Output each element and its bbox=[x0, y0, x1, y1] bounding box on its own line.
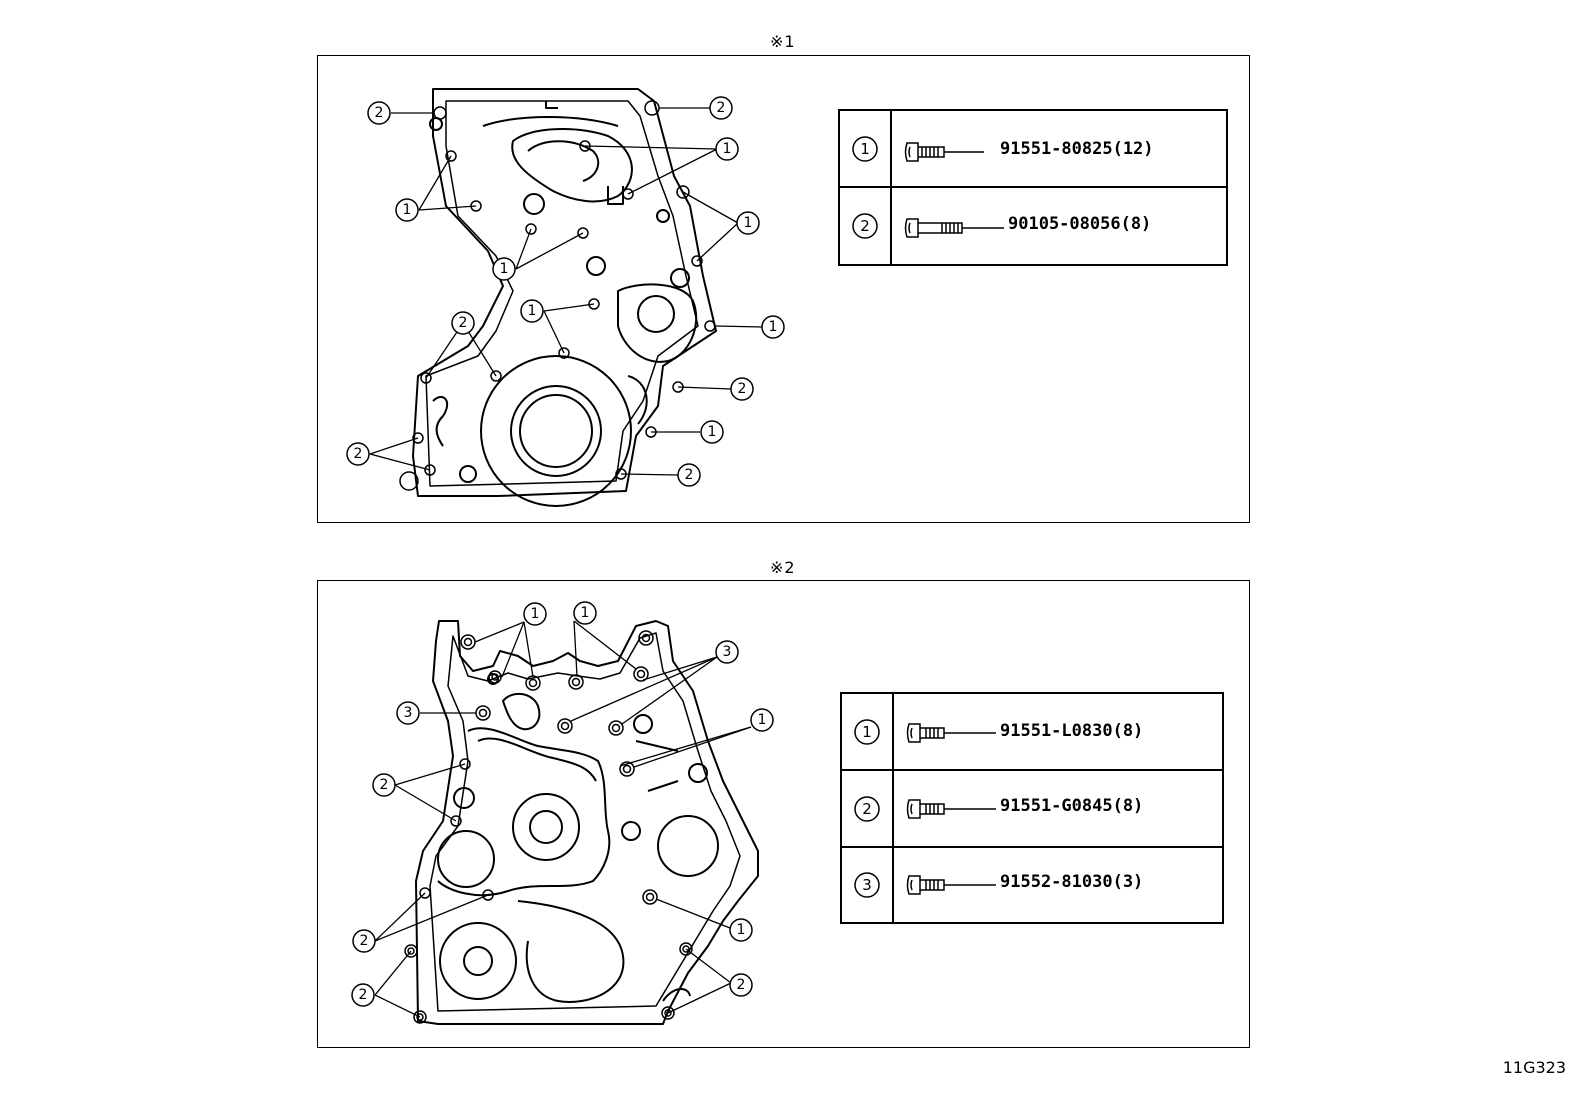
callout-1: 1 bbox=[500, 261, 509, 277]
view-2-panel: 1 1 3 3 1 2 1 2 2 2 1 915 bbox=[317, 580, 1250, 1048]
long-flange-bolt-icon bbox=[904, 218, 1004, 238]
flange-bolt-icon bbox=[906, 875, 996, 895]
svg-text:2: 2 bbox=[862, 800, 872, 818]
legend-key-balloon: 2 bbox=[854, 795, 880, 822]
legend-key-balloon: 2 bbox=[852, 213, 878, 239]
callout-1: 1 bbox=[769, 319, 778, 335]
legend-row: 3 91552-81030(3) bbox=[842, 848, 1222, 922]
callout-2: 2 bbox=[685, 467, 694, 483]
callout-2: 2 bbox=[717, 100, 726, 116]
callout-1: 1 bbox=[723, 141, 732, 157]
timing-cover-drawing-1: 2 2 1 1 1 1 1 1 2 2 1 2 2 bbox=[346, 88, 785, 507]
flange-bolt-icon bbox=[906, 799, 996, 819]
timing-cover-drawing-2: 1 1 3 3 1 2 1 2 2 2 bbox=[351, 601, 774, 1025]
figure-id: 11G323 bbox=[1502, 1058, 1566, 1077]
callout-2: 2 bbox=[459, 315, 468, 331]
callout-2: 2 bbox=[360, 933, 369, 949]
callout-1: 1 bbox=[403, 202, 412, 218]
callout-1: 1 bbox=[528, 303, 537, 319]
svg-text:3: 3 bbox=[862, 876, 872, 894]
view-1-panel: 2 2 1 1 1 1 1 1 2 2 1 2 2 1 bbox=[317, 55, 1250, 523]
legend-row: 2 91551-G0845(8) bbox=[842, 771, 1222, 848]
flange-bolt-icon bbox=[904, 142, 984, 162]
flange-bolt-icon bbox=[906, 723, 996, 743]
legend-row: 2 90105-08056(8) bbox=[840, 188, 1226, 264]
svg-text:1: 1 bbox=[862, 723, 872, 741]
callout-2: 2 bbox=[354, 446, 363, 462]
legend-row: 1 91551-L0830(8) bbox=[842, 694, 1222, 771]
callout-2: 2 bbox=[737, 977, 746, 993]
legend-key-balloon: 3 bbox=[854, 872, 880, 898]
part-number: 90105-08056(8) bbox=[1008, 214, 1152, 234]
view-1-bolt-legend: 1 91551-80825(12) 2 bbox=[838, 109, 1228, 266]
legend-key-balloon: 1 bbox=[852, 135, 878, 162]
svg-text:2: 2 bbox=[860, 217, 870, 235]
svg-text:1: 1 bbox=[860, 140, 870, 158]
legend-row: 1 91551-80825(12) bbox=[840, 111, 1226, 188]
callout-3: 3 bbox=[723, 644, 732, 660]
callout-1: 1 bbox=[708, 424, 717, 440]
callout-2: 2 bbox=[359, 987, 368, 1003]
view-marker-2: ※2 bbox=[770, 558, 796, 577]
callout-2: 2 bbox=[375, 105, 384, 121]
callout-1: 1 bbox=[758, 712, 767, 728]
part-number: 91551-G0845(8) bbox=[1000, 796, 1144, 816]
part-number: 91551-80825(12) bbox=[1000, 139, 1154, 159]
part-number: 91551-L0830(8) bbox=[1000, 721, 1144, 741]
callout-1: 1 bbox=[744, 215, 753, 231]
part-number: 91552-81030(3) bbox=[1000, 872, 1144, 892]
callout-1: 1 bbox=[737, 922, 746, 938]
callout-1: 1 bbox=[531, 606, 540, 622]
callout-1: 1 bbox=[581, 605, 590, 621]
callout-2: 2 bbox=[738, 381, 747, 397]
view-2-bolt-legend: 1 91551-L0830(8) 2 bbox=[840, 692, 1224, 924]
legend-key-balloon: 1 bbox=[854, 718, 880, 745]
view-marker-1: ※1 bbox=[770, 32, 796, 51]
callout-2: 2 bbox=[380, 777, 389, 793]
callout-3: 3 bbox=[404, 705, 413, 721]
